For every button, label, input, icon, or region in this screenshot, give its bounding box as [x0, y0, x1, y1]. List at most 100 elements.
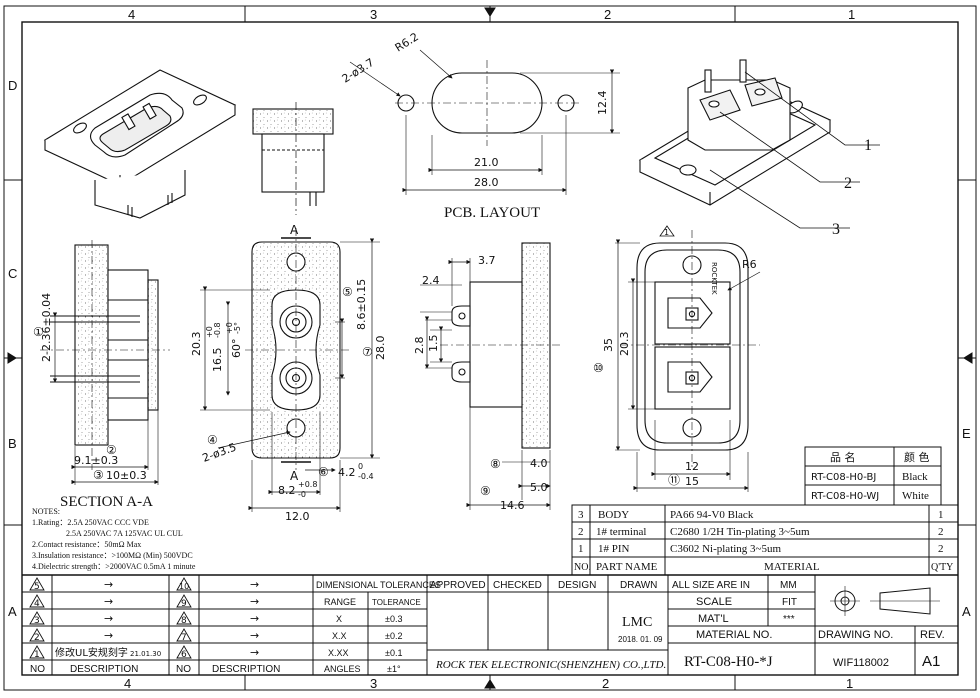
notes-line-1: 1.Rating：2.5A 250VAC CCC VDE: [32, 518, 149, 527]
zone-bottom-4: 4: [124, 676, 131, 691]
front-tol-42-up: 0: [358, 462, 363, 471]
material-no: RT-C08-H0-*J: [684, 654, 773, 670]
side-dim-40: 4.0: [530, 457, 548, 470]
rev-label: REV.: [920, 629, 945, 641]
notes-line-3: 2.Contact resistance：50mΩ Max: [32, 540, 141, 549]
rev-left-desc-1: 修改UL安规刻字: [55, 646, 128, 659]
rev-left-date-1: 21.01.30: [130, 650, 161, 658]
zone-right-e: E: [962, 426, 971, 441]
tol-row-2-value: ±0.2: [385, 631, 402, 641]
drawing-frame: [3, 5, 977, 691]
parts-row-3-material: PA66 94-V0 Black: [670, 509, 754, 521]
front-tol-165-dn: -0.8: [213, 322, 222, 338]
front-dim-82: 8.2: [278, 484, 296, 497]
pcb-layout-title: PCB. LAYOUT: [444, 205, 540, 221]
front-dim-42: 4.2: [338, 466, 356, 479]
isometric-front-view: [43, 69, 237, 219]
rev-col-no-left: NO: [30, 664, 45, 675]
front-dim-60: 60°: [230, 339, 243, 359]
iso-callout-1: 1: [864, 137, 872, 154]
front-dim-165: 16.5: [211, 348, 224, 373]
notes-line-2: 2.5A 250VAC 7A 125VAC UL CUL: [66, 529, 183, 538]
tol-col-range: RANGE: [324, 597, 356, 607]
rev-right-arrow-8: →: [250, 612, 259, 625]
rear-dim-15: 15: [685, 475, 699, 488]
zone-left-a: A: [8, 604, 17, 619]
section-dim-236: 2-2.36±0.04: [40, 293, 53, 362]
matl-value: ***: [783, 614, 795, 625]
parts-row-2-material: C2680 1/2H Tin-plating 3~5um: [670, 526, 810, 538]
side-view-labels: 3.7 2.4 2.8 1.5 ⑧ 4.0 5.0 ⑨ 14.6: [413, 254, 548, 512]
rear-warn-mark: 1: [664, 228, 669, 237]
parts-row-2-name: 1# terminal: [596, 526, 646, 538]
revision-triangles: [29, 577, 192, 659]
drawn-by: LMC: [622, 615, 652, 630]
section-ref-1: ①: [33, 325, 44, 339]
rev-right-arrow-9: →: [250, 595, 259, 608]
pcb-dim-124: 12.4: [596, 91, 609, 116]
scale-label: SCALE: [696, 596, 732, 608]
tol-row-3-value: ±0.1: [385, 648, 402, 658]
front-dim-28: 28.0: [374, 336, 387, 361]
rev-right-arrow-6: →: [250, 646, 259, 659]
zone-labels: 4 3 2 1 4 3 2 1 D C B A E A: [8, 7, 971, 691]
rev-left-no-4: 4: [34, 599, 40, 609]
side-profile-view: [252, 102, 334, 215]
front-tol-42-dn: -0.4: [358, 472, 374, 481]
parts-header-no: NO.: [574, 562, 591, 573]
drawing-no: WIF118002: [833, 657, 889, 669]
front-ref-4: ④: [207, 433, 218, 447]
rear-ref-11: ⑪: [668, 473, 680, 487]
zone-top-3: 3: [370, 7, 377, 22]
size-label: ALL SIZE ARE IN: [672, 580, 750, 591]
parts-row-3-qty: 1: [938, 509, 944, 521]
rev-left-no-3: 3: [34, 616, 40, 626]
zone-top-1: 1: [848, 7, 855, 22]
rev-col-desc-left: DESCRIPTION: [70, 664, 138, 675]
front-cut-label-top: A: [290, 223, 299, 237]
projection-symbol-icon: [830, 586, 940, 616]
parts-table-cells: 3 BODY PA66 94-V0 Black 1 2 1# terminal …: [574, 509, 953, 573]
size-value: MM: [780, 580, 797, 591]
color-table-header-color: 颜 色: [904, 450, 930, 464]
section-ref-3: ③: [93, 468, 104, 482]
pcb-layout-view: [349, 49, 620, 195]
parts-row-2-qty: 2: [938, 526, 944, 538]
side-dim-28: 2.8: [413, 337, 426, 355]
pcb-hole-label: 2-ø3.7: [340, 56, 377, 86]
rev-left-no-2: 2: [34, 633, 40, 643]
tol-title: DIMENSIONAL TOLERANCES: [316, 580, 441, 590]
side-dim-24: 2.4: [422, 274, 440, 287]
side-dim-15: 1.5: [427, 335, 440, 353]
zone-bottom-2: 2: [602, 676, 609, 691]
rev-value: A1: [922, 653, 940, 670]
side-dim-37: 3.7: [478, 254, 496, 267]
revision-table: 5 → 4 → 3 → 2 → 1 修改UL安规刻字 21.01.30 10 →…: [30, 578, 280, 675]
rev-left-arrow-5: →: [104, 578, 113, 591]
rev-right-no-6: 6: [181, 650, 187, 660]
side-view: [420, 242, 560, 510]
tol-row-4-value: ±1°: [387, 664, 401, 674]
notes-block: NOTES: 1.Rating：2.5A 250VAC CCC VDE 2.5A…: [32, 507, 196, 571]
notes-line-4: 3.Insulation resistance：>100MΩ (Min) 500…: [32, 551, 193, 560]
scale-value: FIT: [782, 597, 797, 608]
parts-row-1-name: 1# PIN: [598, 543, 630, 555]
iso-callout-3: 3: [832, 221, 840, 238]
front-cut-label-bottom: A: [290, 469, 299, 483]
rev-left-arrow-2: →: [104, 629, 113, 642]
iso-callout-leaders: [709, 71, 880, 229]
approval-block: APPROVED CHECKED DESIGN DRAWN LMC 2018. …: [430, 580, 666, 671]
rev-right-no-7: 7: [181, 633, 187, 643]
pcb-radius-label: R6.2: [393, 30, 421, 54]
tol-row-2-range: X.X: [332, 631, 347, 641]
side-ref-8: ⑧: [490, 457, 501, 471]
front-ref-5: ⑤: [342, 285, 353, 299]
front-tol-165-up: +0: [205, 326, 214, 338]
title-block-grid: [22, 574, 958, 675]
rev-left-no-1: 1: [34, 650, 40, 660]
parts-row-1-no: 1: [578, 543, 584, 555]
color-table-row-1-model: RT-C08-H0-BJ: [811, 472, 876, 483]
rear-view: [615, 225, 761, 492]
rev-col-desc-right: DESCRIPTION: [212, 664, 280, 675]
tol-row-1-value: ±0.3: [385, 614, 402, 624]
